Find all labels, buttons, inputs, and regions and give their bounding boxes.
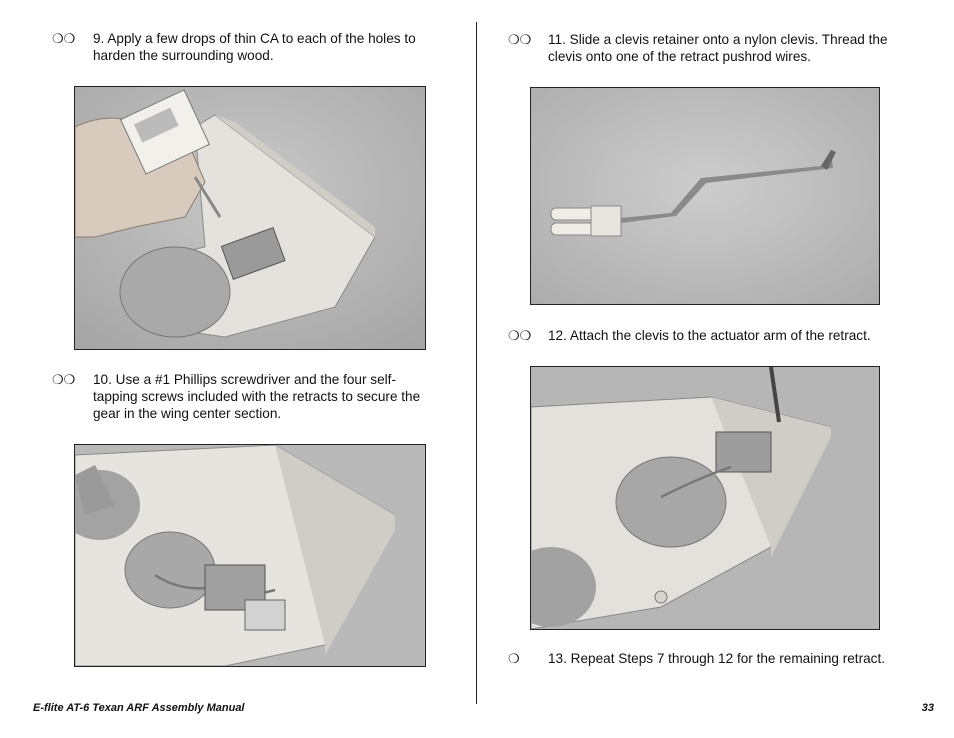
photo-securing-gear — [74, 444, 426, 667]
page-number: 33 — [921, 702, 934, 714]
photo-applying-ca — [74, 86, 426, 350]
checkbox-icon[interactable]: ❍ — [508, 651, 520, 666]
manual-title: E-flite AT-6 Texan ARF Assembly Manual — [33, 702, 245, 714]
step-10-text: 10. Use a #1 Phillips screwdriver and th… — [93, 372, 421, 421]
step-9-text: 9. Apply a few drops of thin CA to each … — [93, 31, 416, 63]
checkbox-icon[interactable]: ❍❍ — [52, 372, 76, 387]
checkbox-icon[interactable]: ❍❍ — [52, 31, 76, 46]
photo-attach-clevis — [530, 366, 880, 630]
column-divider — [476, 22, 477, 704]
photo-clevis-pushrod — [530, 87, 880, 305]
checkbox-icon[interactable]: ❍❍ — [508, 32, 532, 47]
step-13-text: 13. Repeat Steps 7 through 12 for the re… — [548, 651, 886, 666]
checkbox-icon[interactable]: ❍❍ — [508, 328, 532, 343]
step-12-text: 12. Attach the clevis to the actuator ar… — [548, 328, 871, 343]
step-11-text: 11. Slide a clevis retainer onto a nylon… — [548, 32, 888, 64]
